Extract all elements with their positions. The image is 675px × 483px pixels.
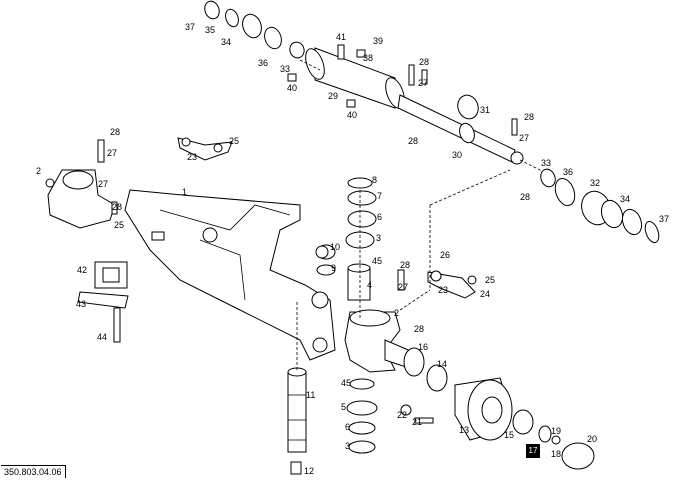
callout-13: 13 (459, 425, 469, 435)
callout-12: 12 (304, 466, 314, 476)
callout-4: 4 (367, 280, 372, 290)
axle-beam (124, 189, 336, 361)
callout-44: 44 (97, 332, 107, 342)
steering-cylinder-assembly (204, 0, 551, 176)
callout-3a: 3 (376, 233, 381, 243)
callout-27a: 27 (418, 78, 428, 88)
callout-28f: 28 (520, 192, 530, 202)
callout-7: 7 (377, 191, 382, 201)
callout-32: 32 (590, 178, 600, 188)
callout-45b: 45 (341, 378, 351, 388)
callout-labels: 37 35 34 36 33 40 29 38 39 41 40 28 27 3… (36, 22, 669, 476)
left-knuckle (45, 139, 118, 229)
kingpin-bearing-stack (316, 177, 378, 454)
steering-arm-right (397, 269, 477, 299)
callout-28d: 28 (110, 127, 120, 137)
callout-43: 43 (76, 299, 86, 309)
callout-31: 31 (480, 105, 490, 115)
callout-6b: 6 (345, 422, 350, 432)
callout-25c: 25 (485, 275, 495, 285)
callout-27d: 27 (98, 179, 108, 189)
callout-29: 29 (328, 91, 338, 101)
callout-9: 9 (331, 263, 336, 273)
wheel-hub (454, 377, 595, 470)
callout-15: 15 (504, 430, 514, 440)
callout-27b: 27 (519, 133, 529, 143)
kingpin (287, 245, 434, 475)
callout-1: 1 (182, 187, 187, 197)
callout-10: 10 (330, 242, 340, 252)
callout-33b: 33 (541, 158, 551, 168)
callout-40: 40 (287, 83, 297, 93)
callout-40b: 40 (347, 110, 357, 120)
callout-37: 37 (185, 22, 195, 32)
callout-24: 24 (480, 289, 490, 299)
callout-38: 38 (363, 53, 373, 63)
callout-30: 30 (452, 150, 462, 160)
callout-41: 41 (336, 32, 346, 42)
callout-28b: 28 (524, 112, 534, 122)
callout-14: 14 (437, 359, 447, 369)
callout-36b: 36 (563, 167, 573, 177)
callout-28h: 28 (414, 324, 424, 334)
callout-26: 26 (440, 250, 450, 260)
callout-37b: 37 (659, 214, 669, 224)
document-number: 350.803.04.06 (1, 465, 66, 478)
callout-28a: 28 (419, 57, 429, 67)
callout-18: 18 (551, 449, 561, 459)
callout-28g: 28 (400, 260, 410, 270)
callout-8: 8 (372, 175, 377, 185)
callout-20: 20 (587, 434, 597, 444)
callout-19: 19 (551, 426, 561, 436)
highlighted-callout-badge: 17 (526, 444, 540, 458)
callout-42: 42 (77, 265, 87, 275)
callout-23a: 23 (187, 152, 197, 162)
callout-28e: 28 (112, 202, 122, 212)
assembly-lines (296, 169, 511, 370)
callout-39: 39 (373, 36, 383, 46)
callout-23b: 23 (438, 285, 448, 295)
steering-arm-top (177, 137, 233, 161)
callout-25b: 25 (114, 220, 124, 230)
callout-36: 36 (258, 58, 268, 68)
callout-2b: 2 (394, 308, 399, 318)
right-knuckle (344, 309, 448, 392)
callout-2a: 2 (36, 166, 41, 176)
mounting-block (77, 261, 129, 343)
callout-33: 33 (280, 64, 290, 74)
callout-5: 5 (341, 402, 346, 412)
callout-27e: 27 (398, 282, 408, 292)
callout-22: 22 (397, 410, 407, 420)
callout-11: 11 (306, 390, 315, 400)
callout-34b: 34 (620, 194, 630, 204)
callout-3b: 3 (345, 441, 350, 451)
callout-21: 21 (412, 417, 422, 427)
callout-25a: 25 (229, 136, 239, 146)
callout-34: 34 (221, 37, 231, 47)
callout-6a: 6 (377, 212, 382, 222)
callout-35: 35 (205, 25, 215, 35)
callout-27c: 27 (107, 148, 117, 158)
right-seal-stack (540, 168, 660, 244)
callout-45a: 45 (372, 256, 382, 266)
callout-16: 16 (418, 342, 428, 352)
callout-28c: 28 (408, 136, 418, 146)
